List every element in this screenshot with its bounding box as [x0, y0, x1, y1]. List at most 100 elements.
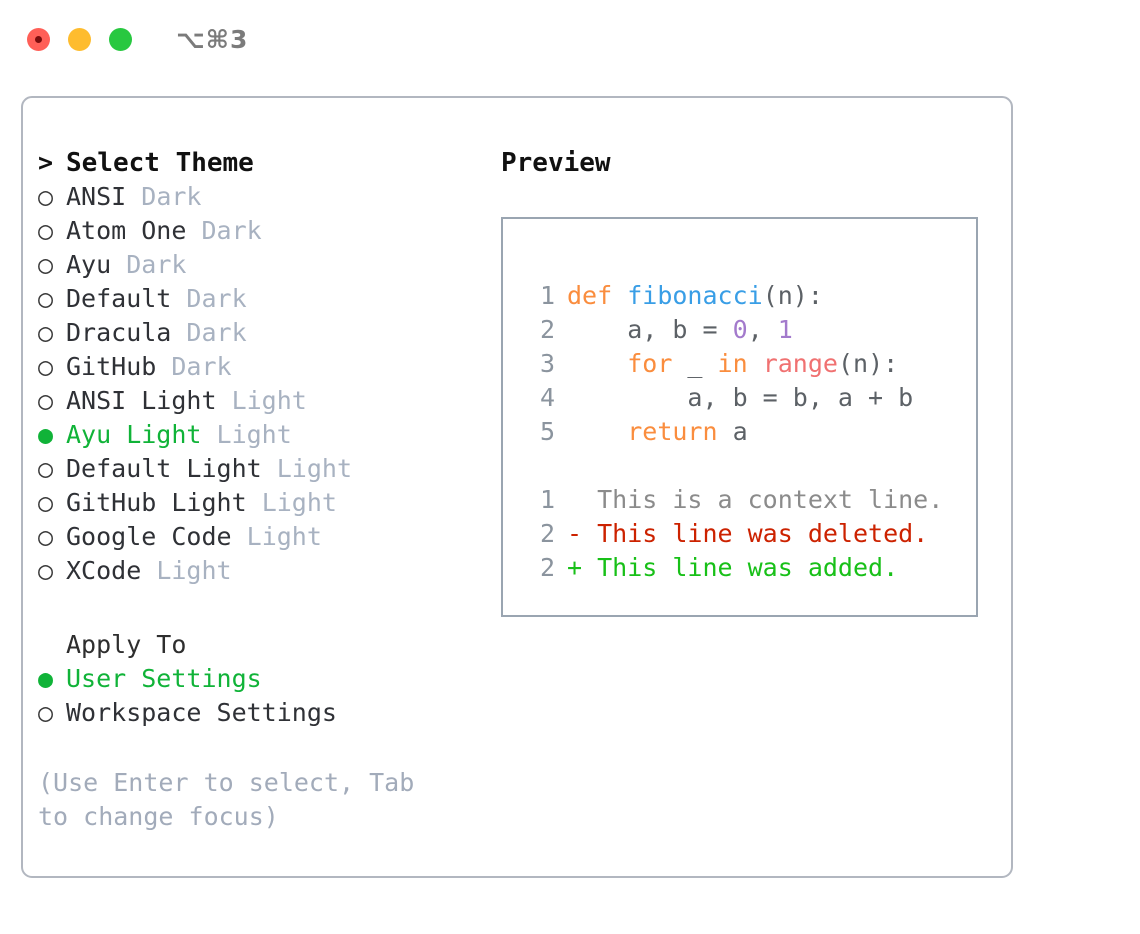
code-token	[567, 415, 627, 449]
code-token: def	[567, 281, 613, 310]
code-token: return	[627, 417, 718, 446]
code-token	[612, 279, 627, 313]
code-token: a, b = b, a + b	[567, 383, 914, 412]
radio-unselected-icon: ○	[38, 386, 54, 415]
radio-unselected-icon: ○	[38, 284, 54, 313]
code-line: 3 for _ in range(n):	[521, 347, 976, 381]
theme-option-label: ANSI	[66, 182, 127, 211]
theme-option-label: GitHub Light	[66, 488, 247, 517]
theme-option-variant: Dark	[201, 216, 262, 245]
theme-option-github[interactable]: ○GitHub Dark	[38, 350, 498, 384]
radio-selected-icon: ●	[38, 420, 54, 449]
radio-unselected-icon: ○	[38, 488, 54, 517]
minimize-window-button[interactable]	[68, 27, 91, 51]
theme-option-label: GitHub	[66, 352, 157, 381]
left-column: > Select Theme ○ANSI Dark○Atom One Dark○…	[38, 146, 498, 834]
radio-unselected-icon: ○	[38, 250, 54, 279]
code-line-number: 4	[539, 383, 555, 412]
theme-option-default-light[interactable]: ○ Default Light Light	[38, 452, 498, 486]
code-token: (n):	[762, 281, 823, 310]
theme-option-label: Ayu Light	[66, 420, 202, 449]
theme-option-label: Google Code	[66, 522, 232, 551]
theme-option-label: Dracula	[66, 318, 172, 347]
code-token: for	[627, 349, 673, 378]
apply-to-option-workspace-settings[interactable]: ○ Workspace Settings	[38, 696, 498, 730]
theme-option-label: ANSI Light	[66, 386, 217, 415]
code-line: 5 return a	[521, 415, 976, 449]
code-token: range	[762, 349, 838, 378]
zoom-window-button[interactable]	[109, 27, 132, 51]
apply-to-option-label: Workspace Settings	[66, 698, 337, 727]
code-token	[748, 347, 763, 381]
code-diff-separator	[521, 449, 976, 483]
keyboard-shortcut-indicator: ⌥⌘3	[176, 24, 249, 54]
theme-option-default[interactable]: ○Default Dark	[38, 282, 498, 316]
title-bar: ⌥⌘3	[0, 0, 1140, 78]
code-token: 0	[732, 315, 748, 344]
diff-line: 2- This line was deleted.	[521, 517, 976, 551]
theme-option-variant: Dark	[171, 352, 232, 381]
diff-line-number: 2	[539, 553, 555, 582]
theme-option-variant: Light	[156, 556, 232, 585]
theme-option-variant: Light	[276, 454, 352, 483]
code-line: 2 a, b = 0, 1	[521, 313, 976, 347]
radio-unselected-icon: ○	[38, 454, 54, 483]
theme-option-variant: Light	[261, 488, 337, 517]
apply-to-option-user-settings[interactable]: ● User Settings	[38, 662, 498, 696]
radio-unselected-icon: ○	[38, 556, 54, 585]
theme-option-ansi[interactable]: ○ ANSI Dark	[38, 180, 498, 214]
code-line-number: 5	[539, 417, 555, 446]
radio-selected-icon: ●	[38, 664, 54, 693]
radio-unselected-icon: ○	[38, 216, 54, 245]
theme-option-atom-one[interactable]: ○ Atom One Dark	[38, 214, 498, 248]
code-token: a, b =	[567, 315, 733, 344]
select-theme-heading-row: > Select Theme	[38, 146, 498, 180]
radio-unselected-icon: ○	[38, 698, 54, 727]
theme-option-variant: Light	[231, 386, 307, 415]
traffic-light-buttons	[27, 27, 132, 51]
apply-to-option-label: User Settings	[66, 664, 262, 693]
theme-option-ansi-light[interactable]: ○ ANSI Light Light	[38, 384, 498, 418]
theme-option-label: XCode	[66, 556, 142, 585]
code-line: 4 a, b = b, a + b	[521, 381, 976, 415]
theme-option-ayu[interactable]: ○ Ayu Dark	[38, 248, 498, 282]
theme-option-xcode[interactable]: ○ XCode Light	[38, 554, 498, 588]
radio-unselected-icon: ○	[38, 182, 54, 211]
theme-option-label: Default Light	[66, 454, 262, 483]
apply-to-title: Apply To	[66, 630, 187, 659]
apply-to-indent	[38, 628, 66, 662]
preview-title: Preview	[501, 148, 611, 178]
theme-option-variant: Dark	[126, 250, 187, 279]
theme-option-dracula[interactable]: ○Dracula Dark	[38, 316, 498, 350]
theme-option-github-light[interactable]: ○ GitHub Light Light	[38, 486, 498, 520]
code-token: a	[717, 417, 748, 446]
diff-line: 2 + This line was added.	[521, 551, 976, 585]
main-panel: > Select Theme ○ANSI Dark○Atom One Dark○…	[21, 96, 1013, 878]
theme-option-google-code[interactable]: ○Google Code Light	[38, 520, 498, 554]
code-line-number: 2	[539, 315, 555, 344]
diff-line-number: 2	[539, 519, 555, 548]
theme-option-label: Default	[66, 284, 172, 313]
theme-option-variant: Dark	[186, 318, 247, 347]
theme-option-ayu-light[interactable]: ●Ayu Light Light	[38, 418, 498, 452]
diff-line-text: + This line was added.	[567, 553, 899, 582]
theme-option-label: Ayu	[66, 250, 112, 279]
code-token	[567, 347, 627, 381]
close-window-button[interactable]	[27, 27, 50, 51]
diff-line-number: 1	[539, 485, 555, 514]
code-token: (n):	[837, 349, 899, 378]
code-line-number: 3	[539, 349, 555, 378]
code-line-number: 1	[539, 281, 555, 310]
diff-line: 1 This is a context line.	[521, 483, 976, 517]
theme-option-label: Atom One	[66, 216, 187, 245]
apply-to-heading-row: Apply To	[38, 628, 498, 662]
keyboard-hint-text: (Use Enter to select, Tab to change focu…	[38, 768, 415, 831]
apply-to-list: ● User Settings ○ Workspace Settings	[38, 662, 498, 730]
theme-list: ○ ANSI Dark ○ Atom One Dark ○ Ayu Dark ○ Defaul…	[38, 180, 498, 588]
theme-option-variant: Dark	[141, 182, 202, 211]
code-token: _	[672, 349, 718, 378]
